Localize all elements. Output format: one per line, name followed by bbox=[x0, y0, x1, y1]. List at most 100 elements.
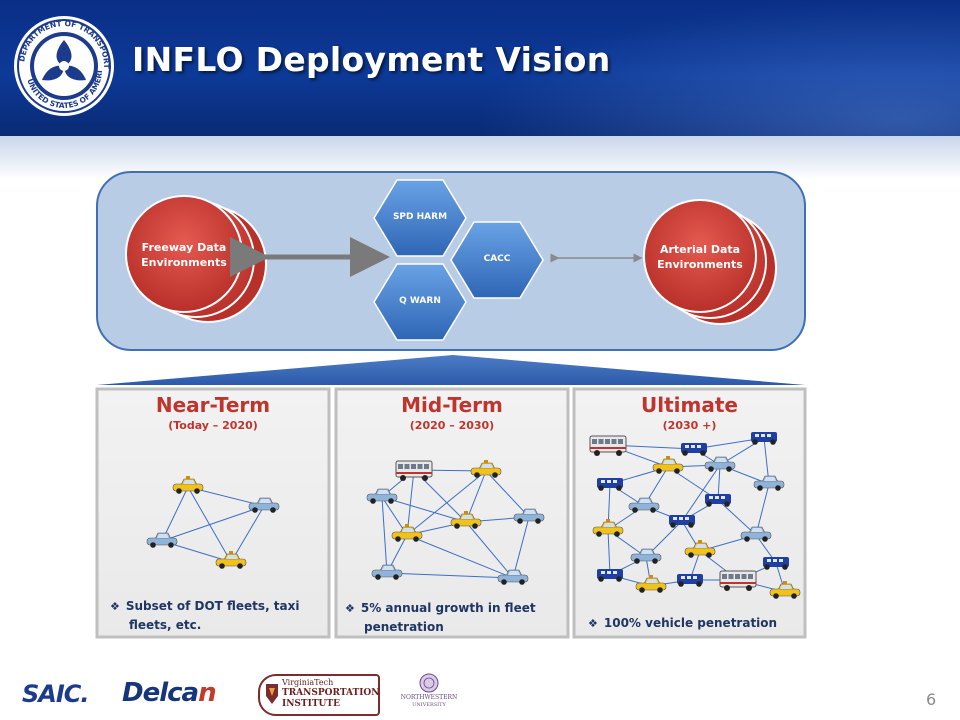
bullet-near-term: ❖ Subset of DOT fleets, taxi fleets, etc. bbox=[110, 597, 325, 634]
panel-subtitle-near-term: (Today – 2020) bbox=[168, 419, 258, 432]
network-link bbox=[161, 505, 265, 542]
near-term-vehicle-sedan-icon bbox=[146, 532, 178, 548]
mid-term-vehicle-taxi-icon bbox=[470, 460, 502, 478]
hex-label-cacc: CACC bbox=[483, 254, 511, 264]
ultimate-vehicle-van-icon bbox=[597, 478, 623, 491]
network-link bbox=[512, 516, 530, 579]
vehicle-icons bbox=[146, 432, 801, 599]
network-link bbox=[465, 521, 514, 579]
panel-near-term bbox=[95, 387, 331, 639]
ultimate-vehicle-sedan-icon bbox=[628, 497, 660, 513]
freeway-label-line1: Freeway Data bbox=[141, 241, 227, 254]
page-number: 6 bbox=[926, 690, 937, 709]
bullet-mid-term: ❖ 5% annual growth in fleet penetration bbox=[345, 599, 565, 636]
ultimate-vehicle-sedan-icon bbox=[704, 456, 736, 472]
network-link bbox=[381, 496, 388, 574]
panel-subtitle-mid-term: (2020 – 2030) bbox=[409, 419, 495, 432]
mid-term-vehicle-sedan-icon bbox=[497, 569, 529, 585]
hex-label-spd-harm: SPD HARM bbox=[392, 212, 448, 222]
hexagon-spd-harm bbox=[373, 179, 467, 257]
vtti-logo-top: VirginiaTech bbox=[282, 678, 334, 687]
arterial-oval-label: Arterial Data Environments bbox=[640, 242, 760, 272]
bullet-text-line1: 100% vehicle penetration bbox=[603, 616, 778, 630]
ultimate-vehicle-sedan-icon bbox=[740, 526, 772, 542]
saic-logo: SAIC. bbox=[22, 680, 90, 708]
panel-subtitle-ultimate: (2030 +) bbox=[662, 419, 717, 432]
bullet-ultimate: ❖ 100% vehicle penetration bbox=[588, 614, 803, 633]
panel-ultimate bbox=[572, 387, 807, 639]
bullet-marker-icon: ❖ bbox=[345, 602, 355, 615]
northwestern-name: NORTHWESTERN bbox=[400, 694, 458, 701]
network-link bbox=[406, 534, 514, 579]
network-link bbox=[681, 464, 721, 522]
northwestern-university: UNIVERSITY bbox=[412, 702, 446, 708]
hexagon-cacc bbox=[450, 221, 544, 299]
delcan-logo-accent: n bbox=[198, 678, 216, 708]
network-link bbox=[607, 529, 611, 576]
ultimate-vehicle-sedan-icon bbox=[753, 475, 785, 491]
vtti-logo: VirginiaTech TRANSPORTATION INSTITUTE bbox=[258, 674, 380, 716]
vtti-logo-mid: TRANSPORTATION bbox=[282, 688, 380, 698]
panel-title-near-term: Near-Term bbox=[155, 393, 271, 417]
network-link bbox=[485, 470, 530, 518]
slide-title: INFLO Deployment Vision bbox=[132, 40, 611, 79]
ultimate-vehicle-van-icon bbox=[677, 574, 703, 587]
ultimate-vehicle-van-icon bbox=[705, 494, 731, 507]
mid-term-vehicle-sedan-icon bbox=[371, 564, 403, 580]
network-link bbox=[386, 572, 514, 579]
freeway-data-ovals bbox=[125, 195, 267, 323]
mid-term-vehicle-sedan-icon bbox=[366, 488, 398, 504]
ultimate-vehicle-bus-icon bbox=[589, 435, 627, 456]
freeway-oval-label: Freeway Data Environments bbox=[124, 240, 244, 270]
vtti-emblem-icon bbox=[266, 684, 278, 704]
mid-term-vehicle-bus-icon bbox=[395, 460, 433, 481]
ultimate-vehicle-taxi-icon bbox=[684, 540, 716, 558]
northwestern-seal-icon bbox=[419, 673, 439, 693]
panel-title-mid-term: Mid-Term bbox=[401, 393, 503, 417]
bullet-marker-icon: ❖ bbox=[588, 617, 598, 630]
ultimate-vehicle-bus-icon bbox=[719, 570, 757, 591]
bullet-text-line2: fleets, etc. bbox=[129, 618, 202, 632]
vtti-logo-bot: INSTITUTE bbox=[282, 699, 340, 709]
freeway-label-line2: Environments bbox=[141, 256, 227, 269]
dot-seal-icon: DEPARTMENT OF TRANSPORTATION UNITED STAT… bbox=[12, 14, 114, 116]
header-shine bbox=[0, 0, 960, 136]
bullet-text-line1: 5% annual growth in fleet bbox=[360, 601, 536, 615]
mid-term-vehicle-taxi-icon bbox=[450, 511, 482, 529]
network-link bbox=[230, 505, 265, 563]
near-term-vehicle-sedan-icon bbox=[248, 497, 280, 513]
ultimate-vehicle-taxi-icon bbox=[592, 519, 624, 537]
ultimate-vehicle-van-icon bbox=[669, 515, 695, 528]
network-link bbox=[161, 486, 189, 542]
delcan-logo: Delcan bbox=[122, 678, 217, 708]
bullet-text-line1: Subset of DOT fleets, taxi bbox=[125, 599, 300, 613]
pyramid-connector bbox=[97, 355, 805, 385]
ultimate-vehicle-van-icon bbox=[597, 569, 623, 582]
arterial-data-ovals bbox=[643, 199, 777, 325]
hexagon-q-warn bbox=[373, 263, 467, 341]
network-link bbox=[717, 499, 757, 536]
header-bar bbox=[0, 0, 960, 136]
arterial-label-line1: Arterial Data bbox=[659, 243, 741, 256]
network-link bbox=[465, 470, 487, 523]
hex-label-q-warn: Q WARN bbox=[399, 296, 441, 306]
near-term-vehicle-taxi-icon bbox=[215, 551, 247, 569]
ultimate-vehicle-sedan-icon bbox=[630, 548, 662, 564]
ultimate-vehicle-taxi-icon bbox=[652, 456, 684, 474]
ultimate-vehicle-taxi-icon bbox=[635, 575, 667, 593]
network-link bbox=[406, 470, 487, 536]
arterial-label-line2: Environments bbox=[657, 258, 743, 271]
ultimate-vehicle-van-icon bbox=[763, 557, 789, 570]
network-link bbox=[755, 483, 770, 536]
network-link bbox=[381, 496, 467, 523]
ultimate-vehicle-van-icon bbox=[681, 443, 707, 456]
northwestern-logo: NORTHWESTERN UNIVERSITY bbox=[392, 672, 466, 714]
ultimate-vehicle-van-icon bbox=[751, 432, 777, 445]
bullet-marker-icon: ❖ bbox=[110, 600, 120, 613]
panel-title-ultimate: Ultimate bbox=[641, 393, 738, 417]
mid-term-vehicle-sedan-icon bbox=[513, 508, 545, 524]
near-term-vehicle-taxi-icon bbox=[172, 476, 204, 494]
delcan-logo-main: Delca bbox=[122, 678, 199, 708]
bullet-text-line2: penetration bbox=[364, 620, 444, 634]
